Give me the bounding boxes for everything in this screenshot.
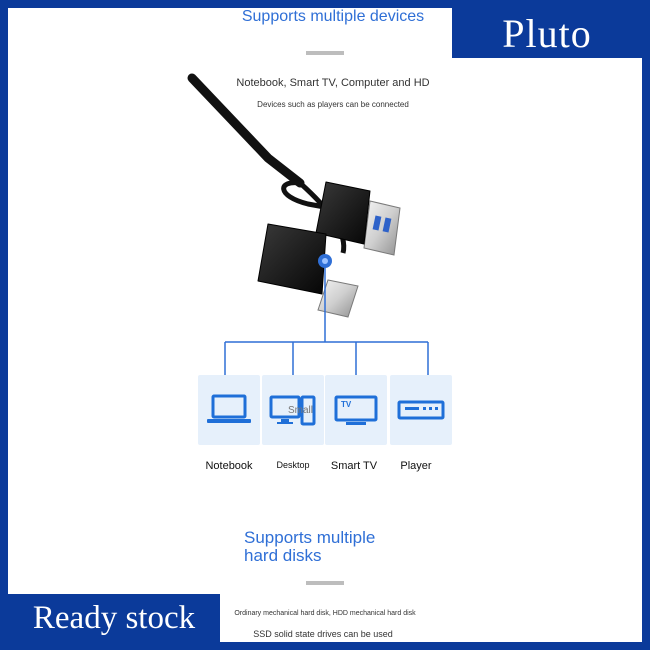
ready-stock-badge: Ready stock <box>8 594 220 642</box>
tv-badge: TV <box>341 400 352 409</box>
hard-disks-line-1: Ordinary mechanical hard disk, HDD mecha… <box>234 610 416 617</box>
tv-icon: TV <box>334 395 378 425</box>
section-title-devices: Supports multiple devices <box>241 8 425 25</box>
hard-disks-line-2: SSD solid state drives can be used <box>253 629 393 639</box>
ready-stock-text: Ready stock <box>32 599 196 636</box>
brand-name: Pluto <box>502 10 592 56</box>
product-image: Supports multiple devices Notebook, Smar… <box>8 8 642 642</box>
devices-line-1: Notebook, Smart TV, Computer and HD <box>236 77 430 89</box>
device-card-smart-tv: TV <box>325 375 387 445</box>
device-label-smart-tv: Smart TV <box>330 460 378 472</box>
desktop-overlay-text: Small <box>288 405 314 416</box>
brand-logo-box: Pluto <box>452 8 642 58</box>
device-label-notebook: Notebook <box>205 460 253 472</box>
connection-tree <box>224 266 429 376</box>
hard-disks-divider <box>306 581 344 585</box>
title-divider <box>306 51 344 55</box>
devices-line-2: Devices such as players can be connected <box>257 100 409 109</box>
laptop-icon <box>207 394 251 423</box>
device-card-player <box>390 375 452 445</box>
player-icon <box>397 400 445 420</box>
device-card-desktop: Small <box>262 375 324 445</box>
hard-disks-title-line-2: hard disks <box>244 546 322 565</box>
cable-cord <box>187 73 305 188</box>
device-label-desktop: Desktop <box>276 460 310 470</box>
otg-cable-illustration <box>187 73 429 376</box>
usb-a-connector <box>315 181 401 256</box>
device-label-player: Player <box>400 460 432 472</box>
hard-disks-title-line-1: Supports multiple <box>244 528 376 547</box>
desktop-icon <box>269 395 316 426</box>
cable-cord-branch-a <box>281 180 331 211</box>
section-title-hard-disks: Supports multiple hard disks <box>244 529 375 565</box>
device-card-notebook <box>198 375 260 445</box>
usb-c-connector <box>257 223 359 318</box>
